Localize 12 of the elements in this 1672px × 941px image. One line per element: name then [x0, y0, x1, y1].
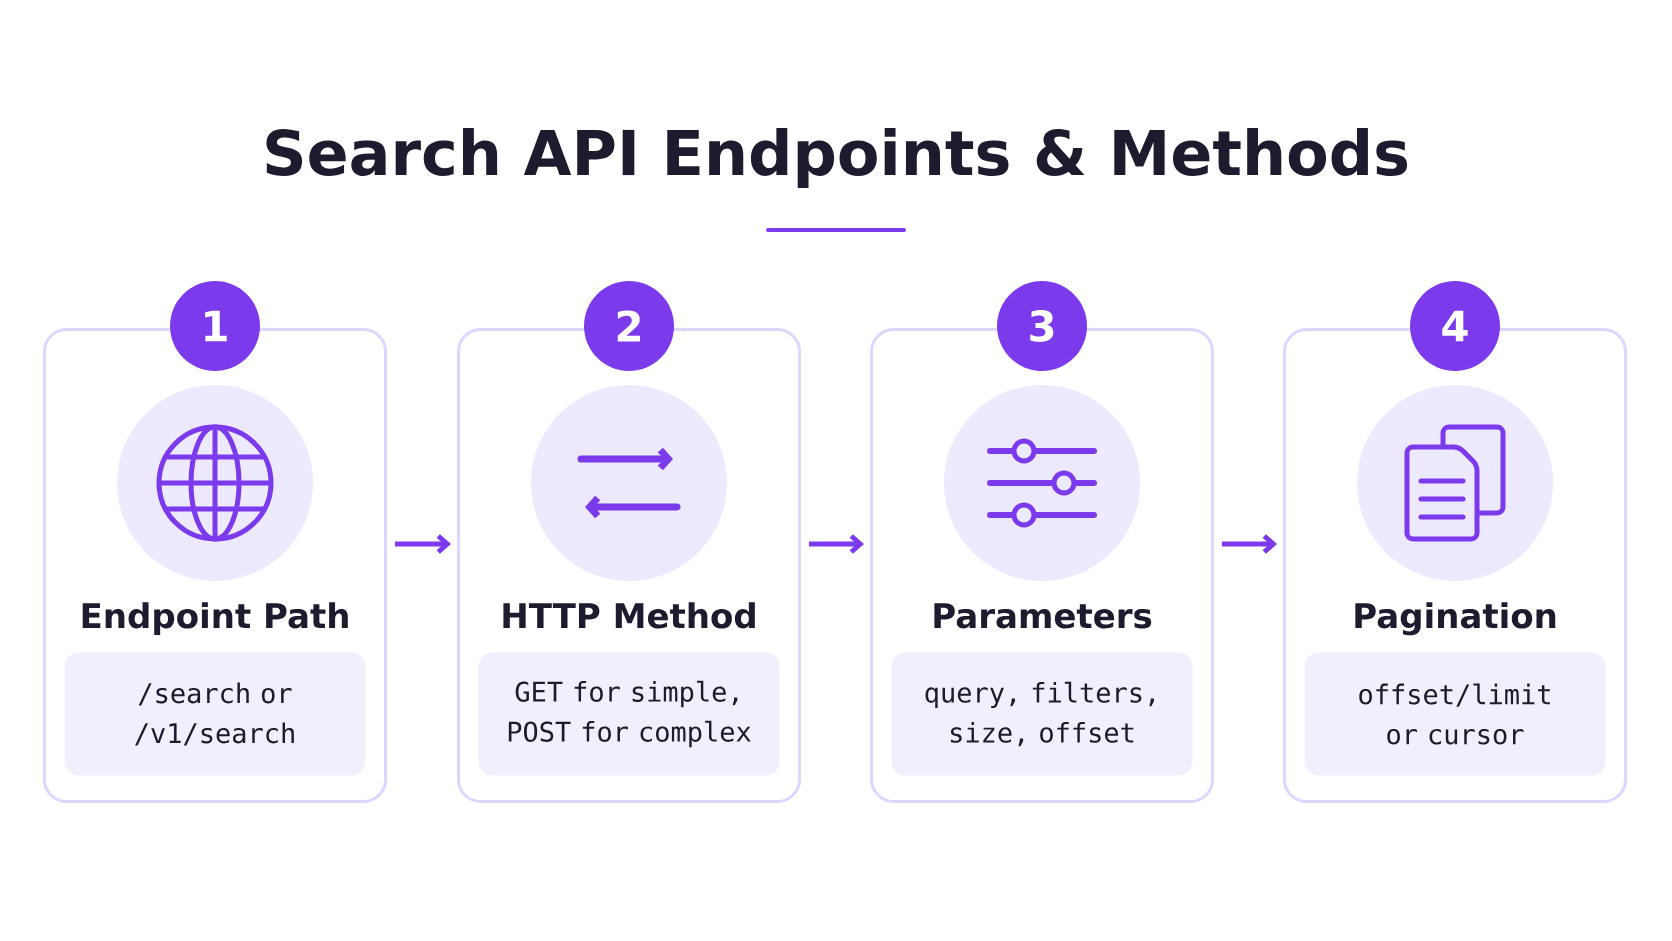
- arrow: [1222, 534, 1277, 554]
- arrow: [809, 534, 864, 554]
- description-box: query, filters, size, offset: [891, 652, 1193, 776]
- step-number-badge: 3: [997, 281, 1087, 371]
- description-box: GET for simple, POST for complex: [478, 652, 780, 776]
- step-number-badge: 1: [170, 281, 260, 371]
- title: Search API Endpoints & Methods: [266, 128, 1408, 188]
- step-number-badge: 4: [1410, 281, 1500, 371]
- step-number-badge: 2: [584, 281, 674, 371]
- arrow: [395, 534, 451, 554]
- description-box: /search or /v1/search: [64, 652, 366, 776]
- description-box: offset/limit or cursor: [1304, 652, 1606, 776]
